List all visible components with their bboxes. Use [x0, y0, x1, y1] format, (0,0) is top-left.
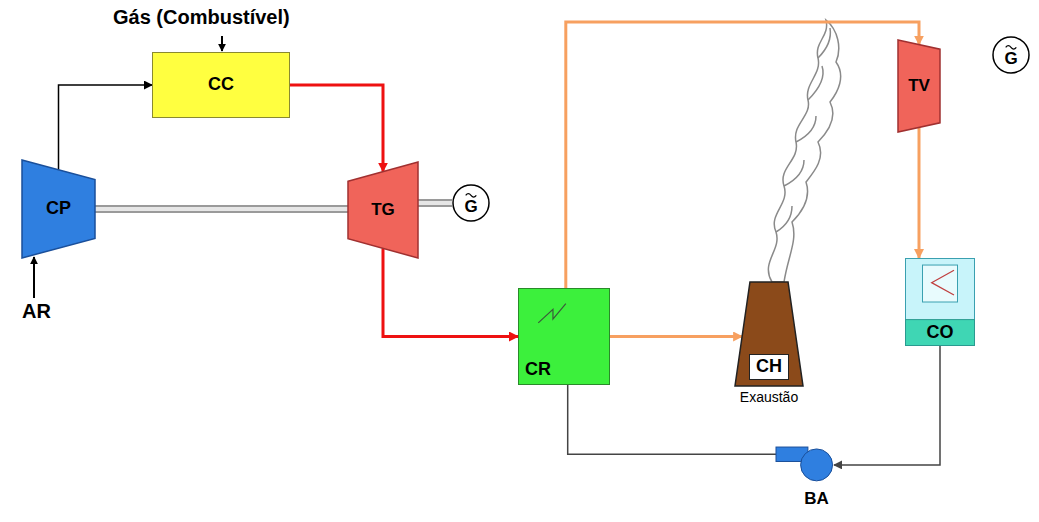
smoke [768, 20, 840, 282]
combustion-chamber: CC [152, 52, 290, 118]
air-line [59, 85, 153, 170]
condenser: CO [905, 258, 975, 346]
compressor: CP [22, 160, 95, 258]
node-label: G [1004, 50, 1017, 69]
node-label: CO [927, 323, 954, 343]
node-label: CH [749, 354, 789, 380]
steam-line [918, 127, 921, 258]
inlet-label: Gás (Combustível) [113, 6, 290, 29]
node-label: CP [46, 199, 71, 219]
gas-turbine: TG [348, 162, 418, 258]
generator: G [452, 184, 490, 222]
node-label: G [464, 198, 477, 217]
air-arrow [33, 257, 35, 298]
pump: BA [776, 444, 834, 482]
recovery-boiler: CR [518, 288, 610, 385]
steam-turbine: TV [898, 40, 940, 132]
node-label: Exaustão [740, 390, 798, 405]
ba-outline [776, 444, 834, 482]
chimney: CHExaustão [735, 282, 803, 386]
shaft-inner [418, 201, 452, 205]
node-label: TG [371, 201, 395, 220]
inlet-label: AR [22, 300, 51, 323]
hot-gas-line [290, 85, 383, 172]
steam-line [610, 335, 742, 338]
generator: G [992, 36, 1030, 74]
shaft [418, 199, 452, 207]
node-label: CC [208, 75, 234, 95]
node-label: TV [908, 77, 930, 96]
fuel-arrow [221, 36, 223, 51]
hot-gas-line [383, 248, 518, 336]
shaft-inner [95, 207, 348, 211]
steam-line [566, 22, 919, 288]
node-label: CR [525, 360, 551, 380]
shaft [95, 205, 348, 213]
water-line [834, 346, 940, 465]
node-label: BA [804, 490, 829, 509]
